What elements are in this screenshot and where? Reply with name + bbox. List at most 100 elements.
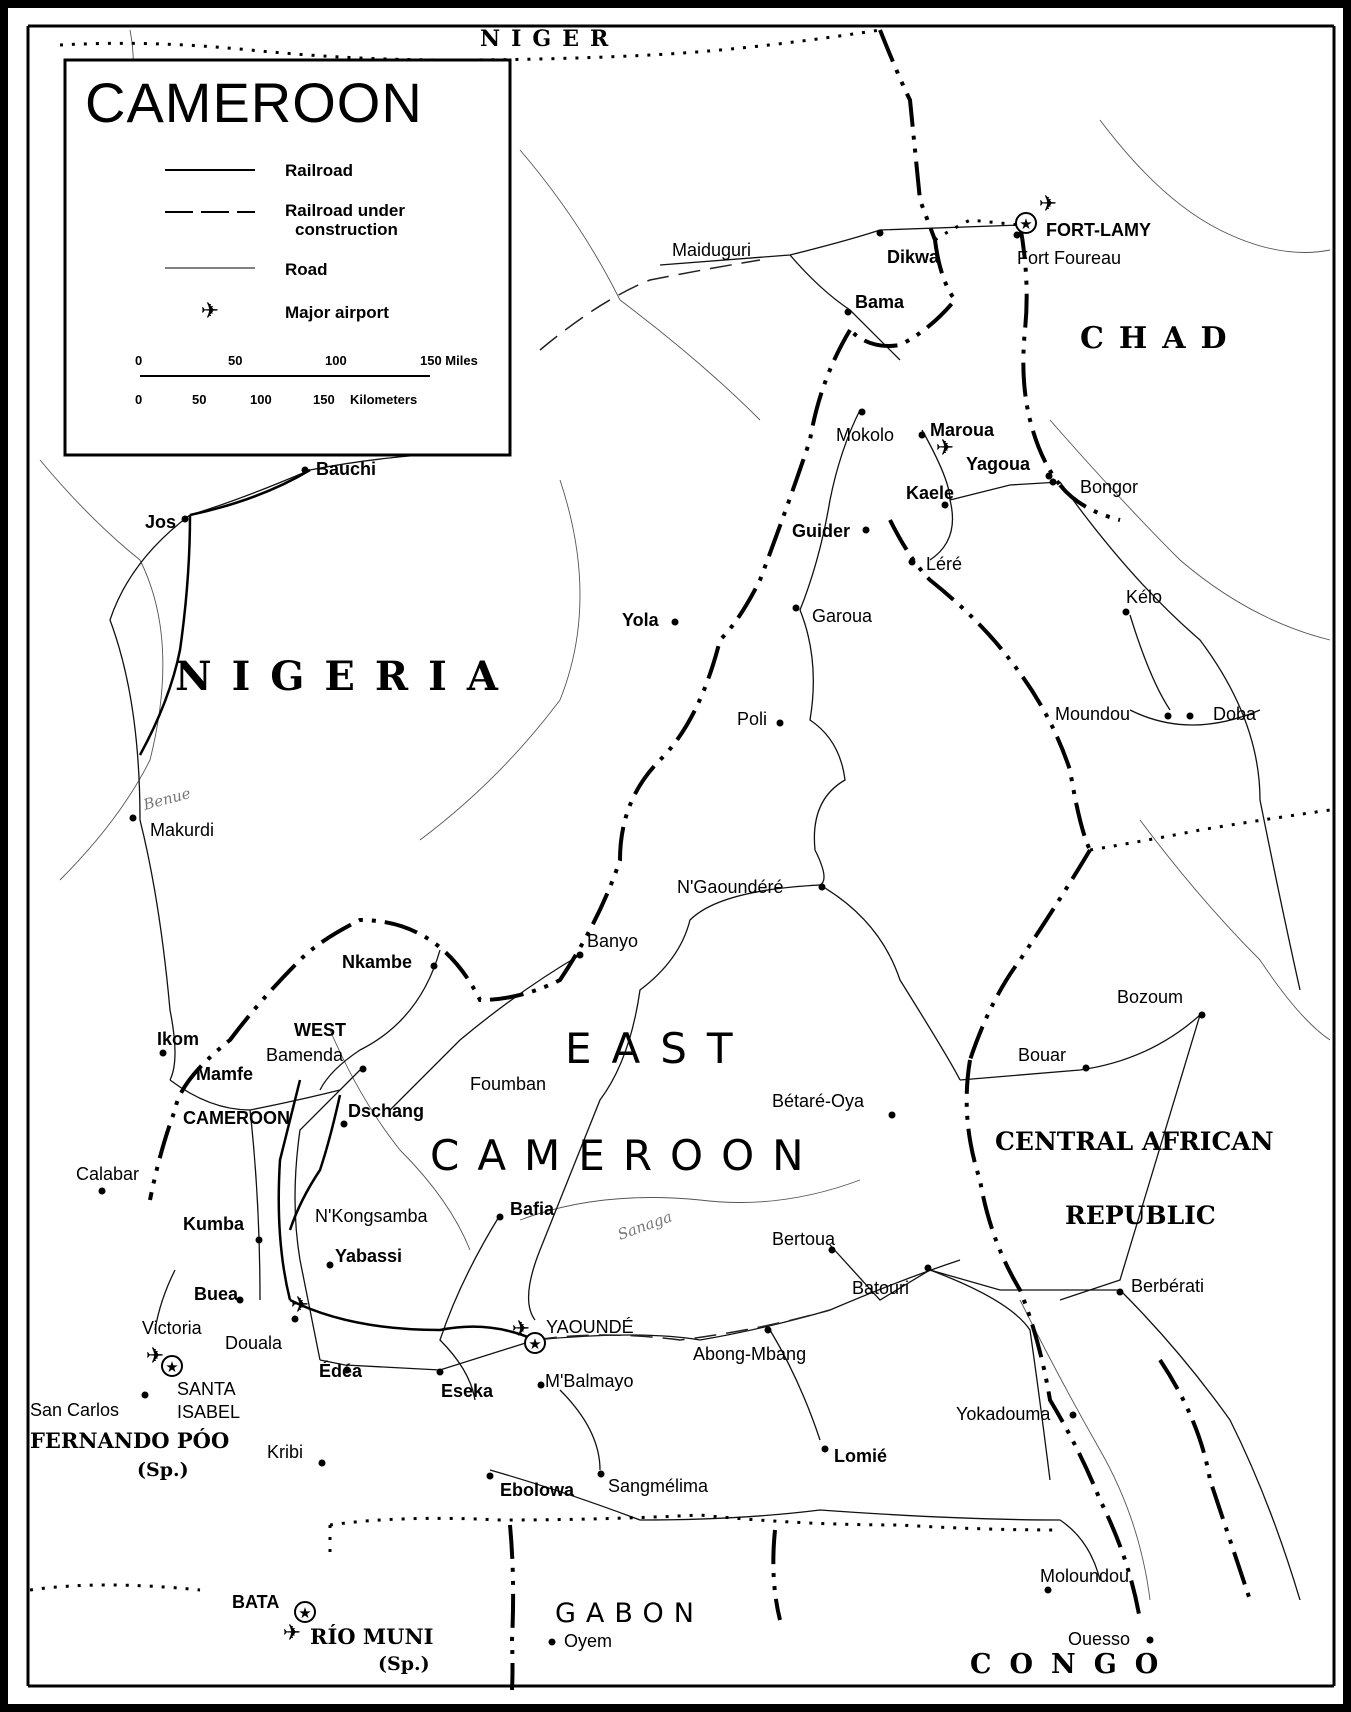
- airport-icon: ✈: [201, 299, 219, 324]
- city-garoua: Garoua: [812, 606, 873, 626]
- scale-km-150: 150: [313, 392, 335, 407]
- city-ngaoundere: N'Gaoundéré: [677, 877, 784, 897]
- city-sangmelima: Sangmélima: [608, 1476, 709, 1496]
- city-dikwa: Dikwa: [887, 247, 940, 267]
- legend-airport: Major airport: [285, 303, 389, 322]
- city-kelo: Kélo: [1126, 587, 1162, 607]
- label-car-1: CENTRAL AFRICAN: [995, 1127, 1274, 1156]
- city-poli: Poli: [737, 709, 767, 729]
- country-labels: NIGER NIGERIA CHAD EAST CAMEROON CENTRAL…: [30, 26, 1274, 1680]
- label-nigeria: NIGERIA: [175, 653, 518, 700]
- rivers: [39, 29, 1331, 1601]
- city-maiduguri: Maiduguri: [672, 240, 751, 260]
- scale-km-100: 100: [250, 392, 272, 407]
- city-moloundou: Moloundou: [1040, 1566, 1129, 1586]
- city-bafia: Bafia: [510, 1199, 555, 1219]
- label-niger: NIGER: [480, 26, 619, 52]
- city-yabassi: Yabassi: [335, 1246, 402, 1266]
- city-oyem: Oyem: [564, 1631, 612, 1651]
- label-congo: CONGO: [970, 1649, 1176, 1680]
- capital-santa-isabel-icon: ★: [161, 1355, 183, 1377]
- city-mbalmayo: M'Balmayo: [545, 1371, 633, 1391]
- svg-text:★: ★: [1019, 215, 1032, 233]
- city-yagoua: Yagoua: [966, 454, 1031, 474]
- city-bouar: Bouar: [1018, 1045, 1066, 1065]
- label-gabon: GABON: [555, 1598, 704, 1629]
- svg-text:★: ★: [528, 1335, 541, 1353]
- city-edea: Édéa: [319, 1360, 363, 1381]
- city-victoria: Victoria: [142, 1318, 203, 1338]
- city-lomie: Lomié: [834, 1446, 887, 1466]
- city-calabar: Calabar: [76, 1164, 139, 1184]
- city-maroua: Maroua: [930, 420, 995, 440]
- city-betare-oya: Bétaré-Oya: [772, 1091, 865, 1111]
- city-lere: Léré: [926, 554, 962, 574]
- city-yola: Yola: [622, 610, 660, 630]
- city-fort-lamy: FORT-LAMY: [1046, 220, 1151, 240]
- city-doba: Doba: [1213, 704, 1257, 724]
- airports: ✈ ✈ ✈ ✈ ✈ ✈: [146, 192, 1057, 1646]
- city-bertoua: Bertoua: [772, 1229, 836, 1249]
- label-west: WEST: [294, 1020, 346, 1040]
- scale-miles-50: 50: [228, 353, 242, 368]
- city-yokadouma: Yokadouma: [956, 1404, 1051, 1424]
- city-eseka: Eseka: [441, 1381, 494, 1401]
- capital-yaounde-icon: ★: [524, 1332, 546, 1354]
- legend-box: CAMEROON Railroad Railroad under constru…: [63, 58, 512, 457]
- city-nkongsamba: N'Kongsamba: [315, 1206, 428, 1226]
- city-bata: BATA: [232, 1592, 279, 1612]
- city-buea: Buea: [194, 1284, 239, 1304]
- airport-icon: ✈: [512, 1317, 530, 1342]
- label-east: EAST: [565, 1024, 753, 1073]
- label-chad: CHAD: [1080, 321, 1242, 356]
- city-san-carlos: San Carlos: [30, 1400, 119, 1420]
- city-bama: Bama: [855, 292, 905, 312]
- city-fort-foureau: Fort Foureau: [1017, 248, 1121, 268]
- borders: [29, 28, 1331, 1691]
- label-west-cameroon: CAMEROON: [183, 1108, 290, 1128]
- city-foumban: Foumban: [470, 1074, 546, 1094]
- city-ikom: Ikom: [157, 1029, 199, 1049]
- city-santa-isabel-1: SANTA: [177, 1379, 236, 1399]
- city-kaele: Kaele: [906, 483, 954, 503]
- city-moundou: Moundou: [1055, 704, 1130, 724]
- label-fernando-poo: FERNANDO PÓO: [30, 1428, 229, 1453]
- city-makurdi: Makurdi: [150, 820, 214, 840]
- capital-fort-lamy-icon: ★: [1015, 212, 1037, 234]
- city-dots: [98, 229, 1206, 1646]
- roads: [109, 224, 1301, 1601]
- city-douala: Douala: [225, 1333, 283, 1353]
- label-fernando-sp: (Sp.): [137, 1459, 189, 1481]
- city-bamenda: Bamenda: [266, 1045, 344, 1065]
- city-santa-isabel-2: ISABEL: [177, 1402, 240, 1422]
- capitals: ★ ★ ★ ★: [161, 212, 1037, 1623]
- legend-railroad-uc-2: construction: [295, 220, 398, 239]
- scale-miles-100: 100: [325, 353, 347, 368]
- label-rio-muni: RÍO MUNI: [310, 1624, 433, 1649]
- airport-icon: ✈: [291, 1293, 309, 1318]
- svg-text:★: ★: [298, 1604, 311, 1622]
- legend-road: Road: [285, 260, 328, 279]
- scale-km-label: Kilometers: [350, 392, 417, 407]
- scale-miles-0: 0: [135, 353, 142, 368]
- city-banyo: Banyo: [587, 931, 638, 951]
- city-bauchi: Bauchi: [316, 459, 376, 479]
- label-car-2: REPUBLIC: [1065, 1201, 1216, 1230]
- city-labels: FORT-LAMY Fort Foureau Maiduguri Dikwa B…: [30, 220, 1257, 1651]
- city-berberati: Berbérati: [1131, 1276, 1204, 1296]
- city-mokolo: Mokolo: [836, 425, 894, 445]
- city-nkambe: Nkambe: [342, 952, 412, 972]
- capital-bata-icon: ★: [294, 1601, 316, 1623]
- city-yaounde: YAOUNDÉ: [546, 1317, 634, 1337]
- city-dschang: Dschang: [348, 1101, 424, 1121]
- city-ebolowa: Ebolowa: [500, 1480, 575, 1500]
- city-mamfe: Mamfe: [196, 1064, 253, 1084]
- city-jos: Jos: [145, 512, 176, 532]
- airport-icon: ✈: [283, 1621, 301, 1646]
- label-rio-sp: (Sp.): [378, 1653, 430, 1675]
- label-east-cameroon: CAMEROON: [430, 1131, 822, 1180]
- city-abong-mbang: Abong-Mbang: [693, 1344, 806, 1364]
- city-kumba: Kumba: [183, 1214, 245, 1234]
- scale-km-50: 50: [192, 392, 206, 407]
